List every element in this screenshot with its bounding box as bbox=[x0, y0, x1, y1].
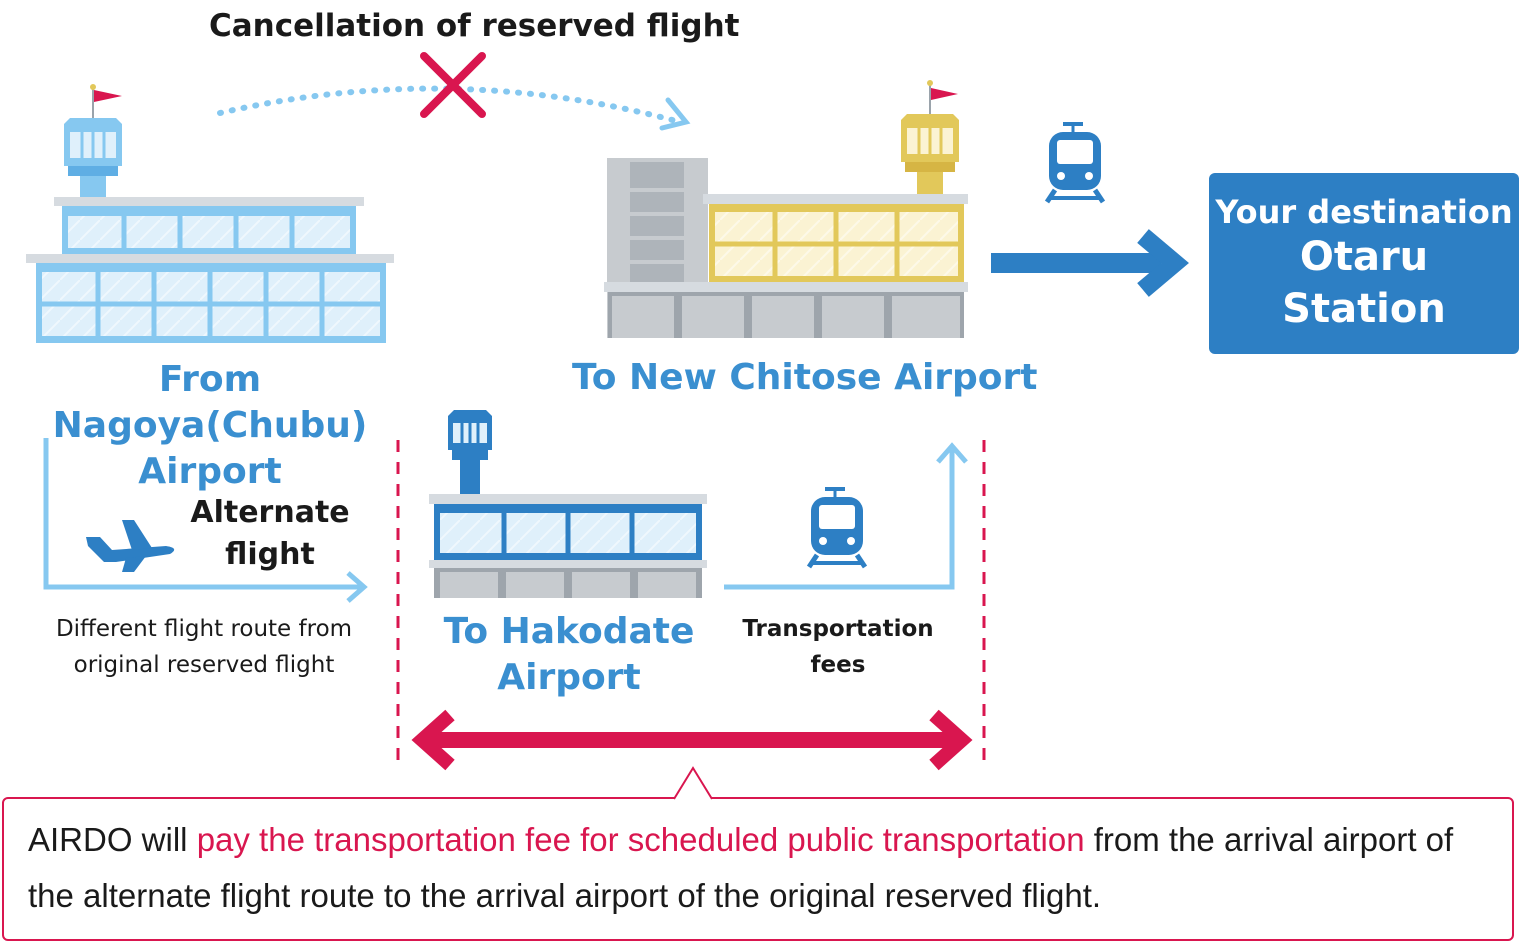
callout-text: AIRDO will pay the transportation fee fo… bbox=[28, 812, 1498, 924]
destination-box: Your destination Otaru Station bbox=[1209, 173, 1519, 354]
hakodate-airport-icon bbox=[429, 410, 707, 598]
transport-route-arrow bbox=[724, 442, 968, 590]
cancelled-route-arrowhead bbox=[659, 97, 691, 131]
origin-label-line2: Airport bbox=[138, 451, 282, 492]
alternate-flight-line1: Alternate bbox=[190, 495, 350, 530]
destination-line3: Station bbox=[1282, 286, 1446, 332]
hakodate-label: To Hakodate Airport bbox=[430, 609, 708, 701]
alternate-route-note: Different flight route from original res… bbox=[28, 611, 380, 683]
transportation-fees-line2: fees bbox=[810, 652, 866, 678]
origin-label: From Nagoya(Chubu) Airport bbox=[0, 357, 420, 495]
hakodate-label-line2: Airport bbox=[497, 657, 641, 698]
cancel-x-icon bbox=[420, 52, 486, 118]
alternate-flight-line2: flight bbox=[225, 537, 315, 572]
airplane-icon bbox=[86, 520, 175, 572]
train-icon bbox=[1044, 122, 1106, 204]
new-chitose-airport-icon bbox=[604, 80, 968, 338]
alternate-note-line2: original reserved flight bbox=[73, 652, 335, 678]
destination-line1: Your destination bbox=[1215, 193, 1513, 231]
range-double-arrow bbox=[411, 709, 973, 771]
alternate-route-arrow bbox=[43, 438, 368, 603]
callout-box bbox=[2, 797, 1514, 941]
nagoya-airport-icon bbox=[26, 84, 394, 343]
alternate-note-line1: Different flight route from bbox=[55, 616, 353, 642]
alternate-flight-label: Alternate flight bbox=[178, 492, 362, 576]
callout-text-before: AIRDO will bbox=[28, 821, 197, 858]
transportation-fees-line1: Transportation bbox=[742, 616, 934, 642]
hakodate-label-line1: To Hakodate bbox=[443, 611, 695, 652]
callout-text-highlight: pay the transportation fee for scheduled… bbox=[196, 821, 1085, 858]
cancellation-label: Cancellation of reserved flight bbox=[209, 8, 740, 44]
callout-text-after: from the arrival airport of the alternat… bbox=[28, 821, 1454, 914]
destination-line2: Otaru bbox=[1299, 234, 1429, 280]
arrow-right-icon bbox=[991, 229, 1189, 297]
train-icon bbox=[806, 487, 868, 569]
origin-label-line1: From Nagoya(Chubu) bbox=[52, 359, 368, 446]
new-chitose-label: To New Chitose Airport bbox=[572, 357, 1038, 398]
transportation-fees-label: Transportation fees bbox=[728, 611, 948, 683]
